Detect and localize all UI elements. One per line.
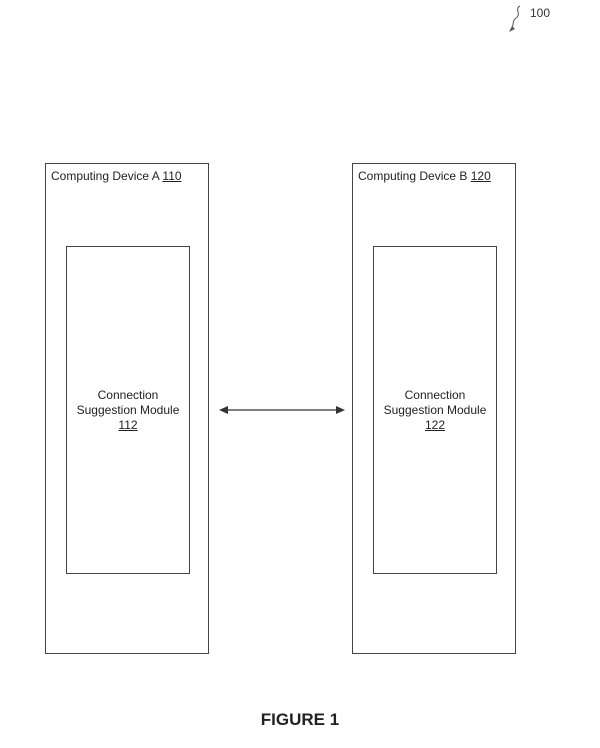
computing-device-b-box: Computing Device B 120 Connection Sugges…: [352, 163, 516, 654]
computing-device-a-label: Computing Device A: [51, 169, 160, 183]
connection-suggestion-module-a: Connection Suggestion Module 112: [66, 246, 190, 574]
module-b-line2: Suggestion Module: [383, 402, 487, 417]
computing-device-a-title: Computing Device A 110: [51, 169, 182, 183]
figure-reference-number: 100: [530, 6, 551, 20]
module-b-line1: Connection: [404, 387, 466, 402]
reference-pointer-icon: [509, 5, 521, 32]
computing-device-a-ref: 110: [162, 169, 182, 183]
computing-device-b-label: Computing Device B: [358, 169, 468, 183]
module-a-line2: Suggestion Module: [76, 402, 180, 417]
figure-caption: FIGURE 1: [260, 710, 340, 729]
module-a-line1: Connection: [97, 387, 159, 402]
bidirectional-arrow-icon: [219, 406, 345, 414]
connection-suggestion-module-b: Connection Suggestion Module 122: [373, 246, 497, 574]
computing-device-a-box: Computing Device A 110 Connection Sugges…: [45, 163, 209, 654]
computing-device-b-ref: 120: [470, 169, 491, 183]
module-a-ref: 112: [118, 417, 138, 432]
computing-device-b-title: Computing Device B 120: [358, 169, 491, 183]
module-b-ref: 122: [424, 417, 446, 432]
